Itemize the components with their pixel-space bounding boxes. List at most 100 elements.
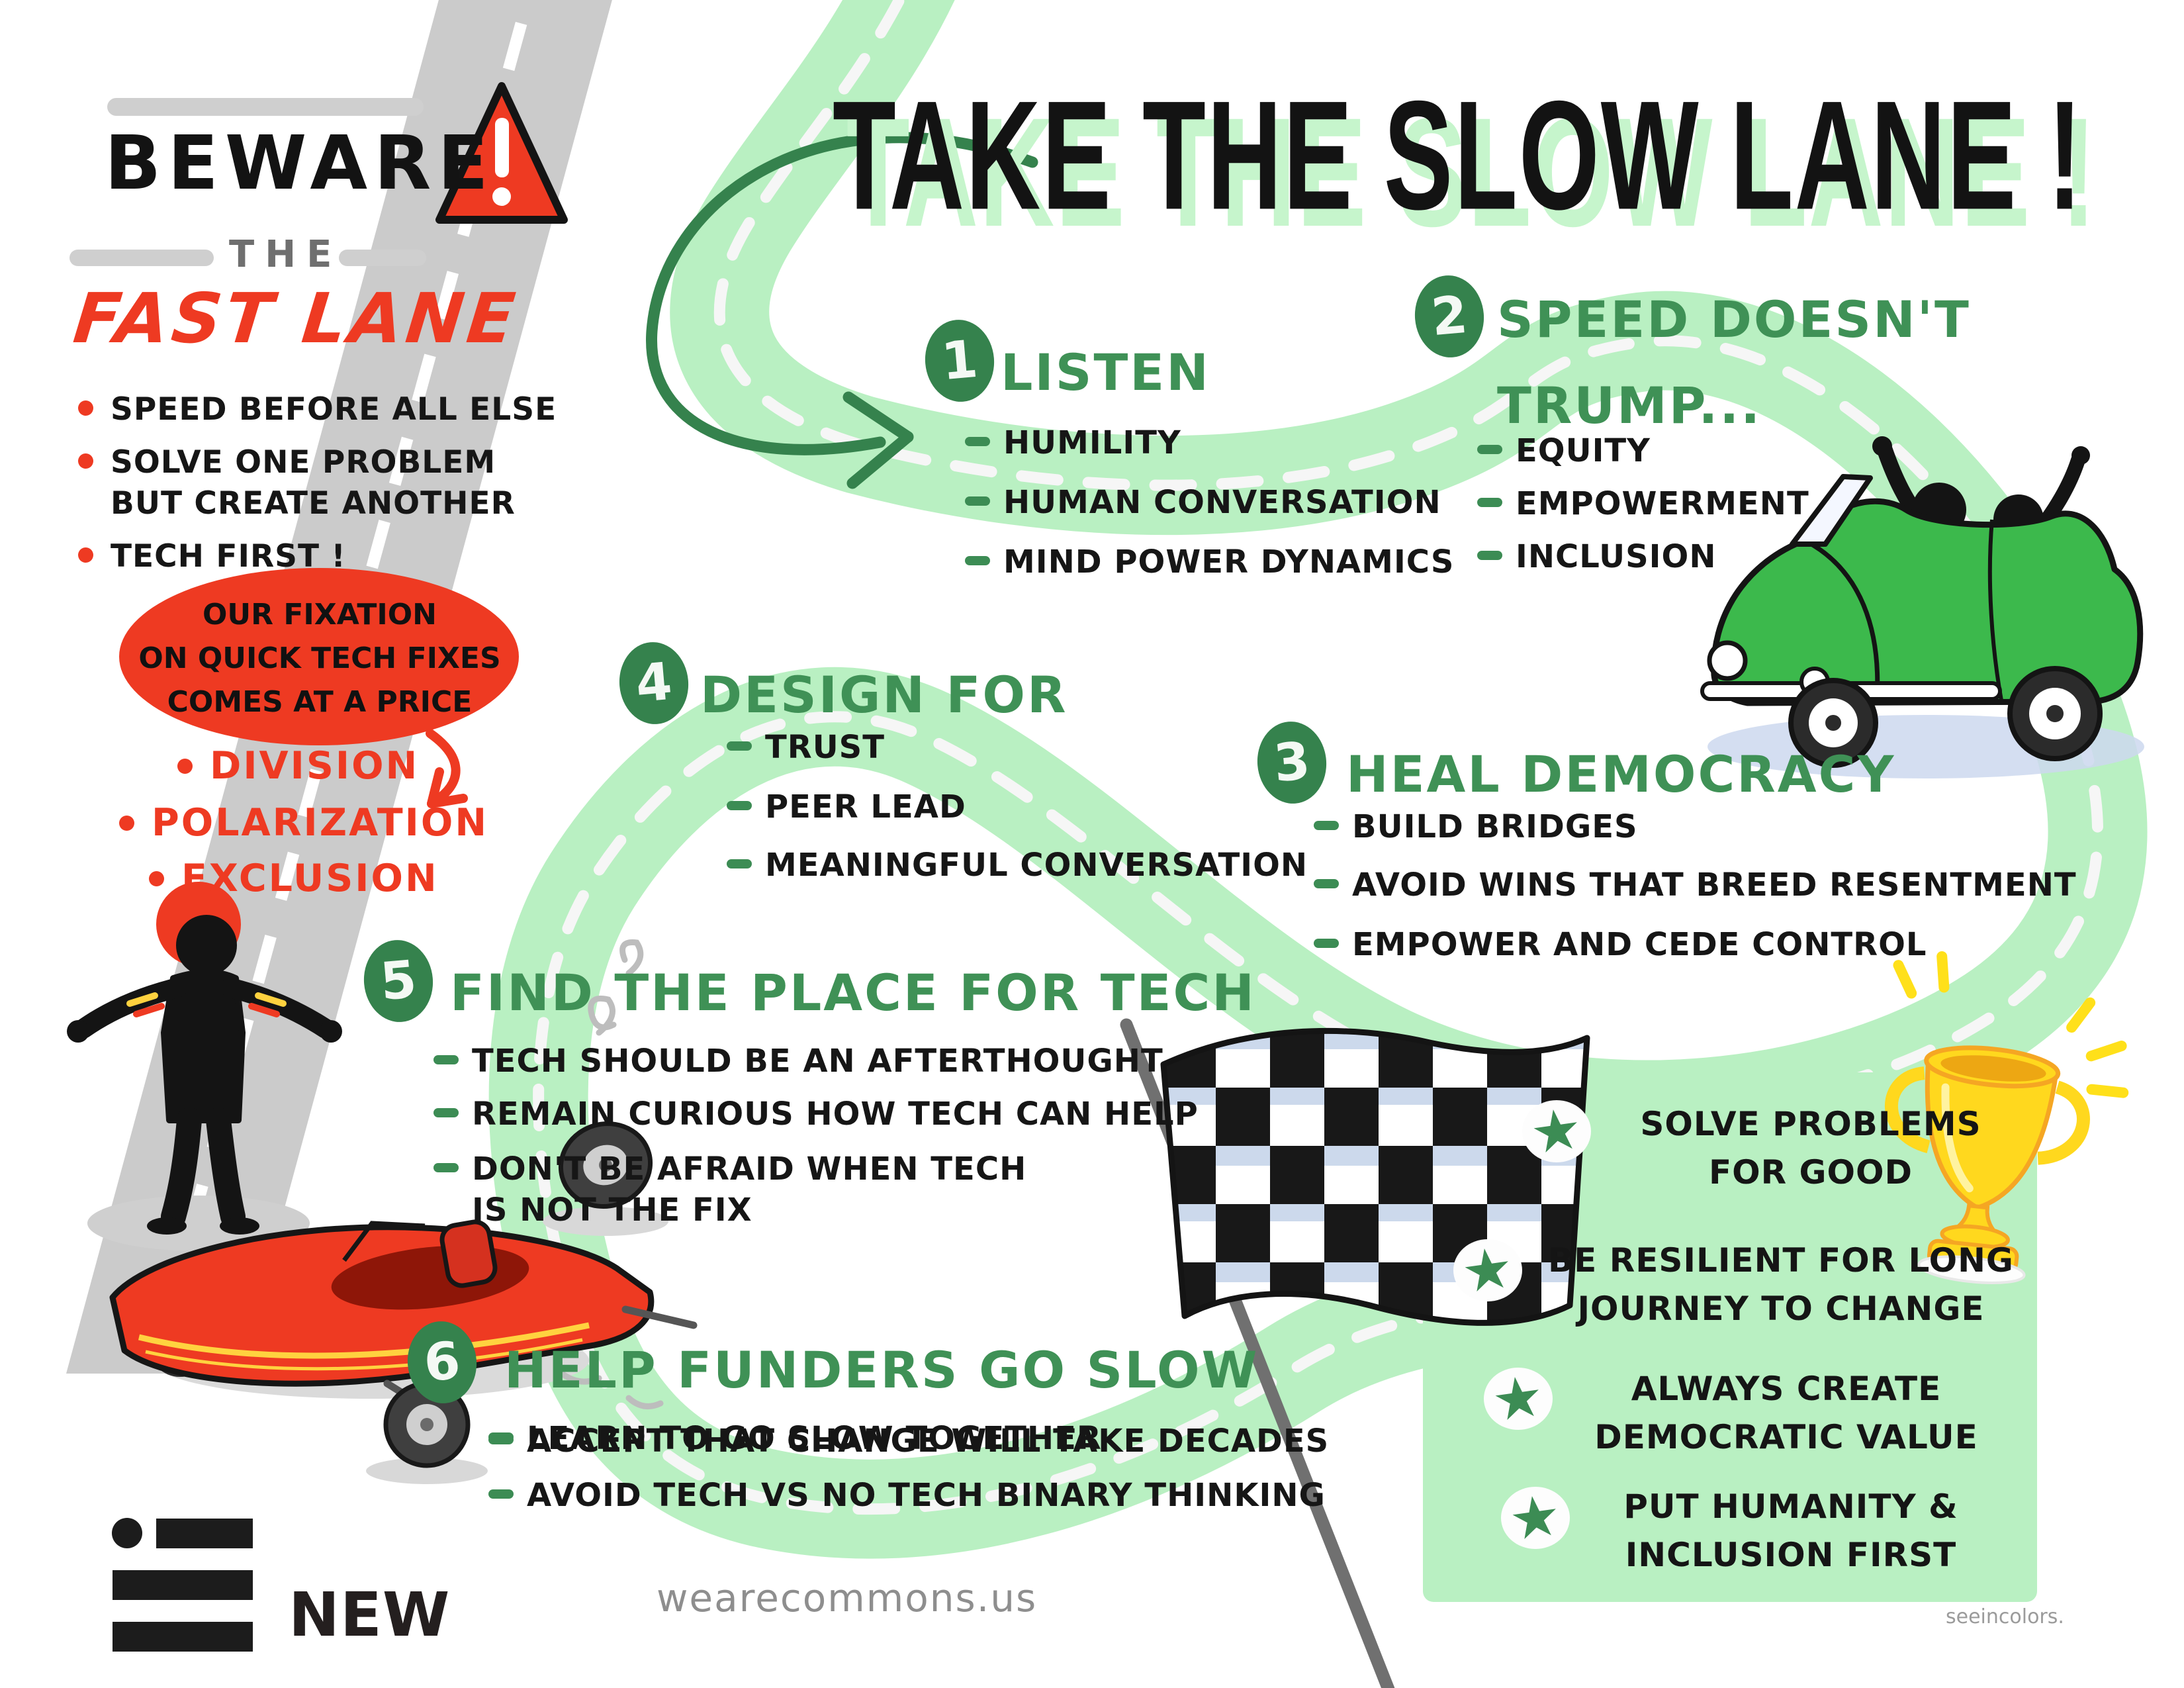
dash-bullet-icon [727, 859, 752, 868]
section-title: DESIGN FOR [700, 665, 1068, 724]
site-url: wearecommons.us [657, 1575, 1038, 1620]
finish-item: BE RESILIENT FOR LONG JOURNEY TO CHANGE [1548, 1241, 2014, 1328]
section-item-label: BUILD BRIDGES [1352, 808, 1638, 845]
bullet-dot-icon [149, 871, 164, 886]
crash-scene [67, 882, 698, 1484]
dash-bullet-icon [433, 1055, 459, 1064]
star-glyph: ★ [1505, 1481, 1566, 1554]
star-icon: ★ [1501, 1481, 1570, 1554]
dash-bullet-icon [1314, 939, 1339, 948]
dash-bullet-icon [1314, 821, 1339, 830]
trophy-icon [1884, 951, 2129, 1284]
section-item-label: TRUST [765, 729, 885, 766]
section-item-label: AVOID WINS THAT BREED RESENTMENT [1352, 867, 2077, 904]
red-hook-arrow-icon [426, 729, 468, 808]
section-item-label: MIND POWER DYNAMICS [1003, 543, 1455, 581]
section-item: TRUST [727, 727, 885, 768]
bullet-dot-icon [177, 759, 193, 774]
divider-bar [107, 98, 424, 116]
star-glyph: ★ [1457, 1234, 1518, 1307]
bullet-dot-icon [78, 547, 93, 563]
beware-the: THE [229, 233, 343, 276]
beware-heading: BEWARE [105, 120, 495, 207]
dash-bullet-icon [433, 1108, 459, 1117]
beware-bullet-label: SOLVE ONE PROBLEM BUT CREATE ANOTHER [111, 444, 516, 522]
section-item-label: DON'T BE AFRAID WHEN TECH IS NOT THE FIX [472, 1150, 1027, 1229]
new-america-logo-icon [112, 1518, 253, 1652]
section-item-label: INCLUSION [1516, 538, 1717, 575]
finish-item: SOLVE PROBLEMS FOR GOOD [1640, 1105, 1981, 1192]
sparkles [1893, 951, 2129, 1098]
section-item-label: REMAIN CURIOUS HOW TECH CAN HELP [472, 1096, 1199, 1133]
star-glyph: ★ [1526, 1095, 1587, 1168]
section-item: BUILD BRIDGES [1314, 806, 1638, 847]
smoke-squiggles [556, 939, 664, 1409]
section-item: EMPOWERMENT [1477, 483, 1809, 524]
dash-bullet-icon [1314, 879, 1339, 888]
section-title: FIND THE PLACE FOR TECH [450, 963, 1256, 1022]
page-title: TAKE THE SLOW LANE ! [833, 68, 2083, 242]
section-item-label: HUMAN CONVERSATION [1003, 484, 1441, 521]
beware-bullet: TECH FIRST ! [78, 536, 346, 577]
dash-bullet-icon [488, 1489, 514, 1499]
star-icon: ★ [1453, 1234, 1522, 1307]
dash-bullet-icon [727, 801, 752, 810]
beware-bullet-label: TECH FIRST ! [111, 538, 346, 575]
section-item: EQUITY [1477, 430, 1651, 471]
brand-name: NEW AMERICA [289, 1512, 604, 1688]
fast-lane-heading: FAST LANE [69, 278, 522, 359]
section-item-label: PEER LEAD [765, 788, 966, 825]
section-item: MEANINGFUL CONVERSATION [727, 845, 1308, 886]
section-item-label: HUMILITY [1003, 424, 1181, 461]
beware-bullet: SPEED BEFORE ALL ELSE [78, 389, 557, 430]
section-item-label: EMPOWER AND CEDE CONTROL [1352, 926, 1927, 963]
section-item: PEER LEAD [727, 786, 966, 827]
section-item-label: TECH SHOULD BE AN AFTERTHOUGHT [472, 1043, 1163, 1080]
section-item: DON'T BE AFRAID WHEN TECH IS NOT THE FIX [433, 1149, 1026, 1231]
section-number: 5 [378, 949, 419, 1013]
curved-arrow-icon [646, 132, 1038, 489]
section-number: 1 [939, 329, 980, 393]
section-title: SPEED DOESN'T TRUMP... [1497, 290, 1971, 435]
divider-bar [339, 250, 426, 266]
dash-bullet-icon [965, 437, 990, 446]
bullet-dot-icon [78, 400, 93, 416]
price-note: OUR FIXATION ON QUICK TECH FIXES COMES A… [138, 598, 501, 719]
section-item-label: EQUITY [1516, 432, 1651, 469]
price-oval [119, 568, 519, 745]
price-item-label: POLARIZATION [152, 801, 489, 845]
star-icon: ★ [1522, 1095, 1591, 1168]
section-item-label: EMPOWERMENT [1516, 485, 1809, 522]
section-item: INCLUSION [1477, 536, 1717, 577]
section-title: HELP FUNDERS GO SLOW [504, 1340, 1259, 1399]
green-car [1700, 436, 2144, 778]
bullet-dot-icon [119, 816, 134, 831]
section-item: AVOID WINS THAT BREED RESENTMENT [1314, 865, 2077, 906]
section-number: 6 [422, 1331, 463, 1394]
price-item: DIVISION [177, 745, 419, 786]
section-item: ACCEPT THAT CHANGE WILL TAKE DECADES [488, 1421, 1329, 1462]
section-item-label: AVOID TECH VS NO TECH BINARY THINKING [527, 1477, 1326, 1514]
section-item-label: MEANINGFUL CONVERSATION [765, 847, 1308, 884]
section-item: REMAIN CURIOUS HOW TECH CAN HELP [433, 1094, 1199, 1135]
section-title: HEAL DEMOCRACY [1346, 745, 1896, 804]
section-item: EMPOWER AND CEDE CONTROL [1314, 924, 1927, 965]
bullet-dot-icon [78, 453, 93, 469]
finish-item: PUT HUMANITY & INCLUSION FIRST [1623, 1487, 1958, 1574]
driver-figure [67, 882, 342, 1235]
section-item-label: LEARN TO GO SLOW TOGETHER [527, 1420, 1102, 1457]
section-item: LEARN TO GO SLOW TOGETHER [488, 1418, 1102, 1459]
credit-label: seeincolors. [1946, 1605, 2064, 1628]
section-number: 4 [633, 651, 674, 715]
warning-icon [435, 82, 568, 224]
section-item: HUMILITY [965, 422, 1181, 463]
section-item: HUMAN CONVERSATION [965, 482, 1441, 523]
section-item: AVOID TECH VS NO TECH BINARY THINKING [488, 1475, 1326, 1516]
section-title: LISTEN [1001, 343, 1210, 402]
dash-bullet-icon [1477, 445, 1502, 454]
dash-bullet-icon [727, 741, 752, 751]
dash-bullet-icon [965, 496, 990, 506]
price-item: POLARIZATION [119, 802, 488, 843]
